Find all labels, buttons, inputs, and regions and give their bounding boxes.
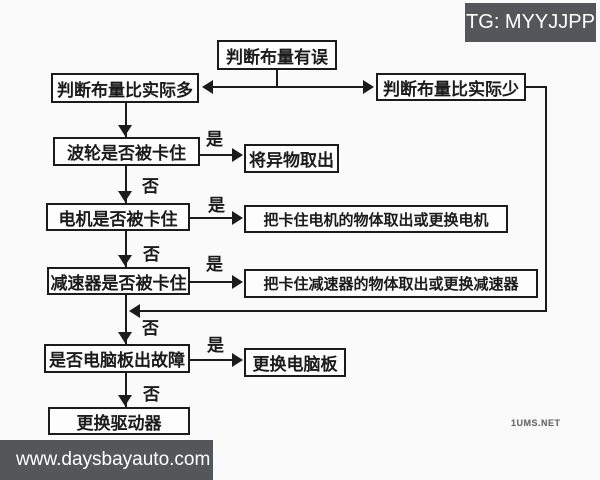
node-cloth-more-than-actual: 判断布量比实际多 — [51, 73, 199, 103]
connector-line — [125, 295, 127, 344]
connector-line — [276, 70, 278, 88]
arrowhead-right-icon — [232, 353, 243, 367]
arrowhead-right-icon — [232, 211, 243, 225]
node-judge-cloth-error: 判断布量有误 — [217, 40, 337, 70]
node-replace-driver: 更换驱动器 — [48, 407, 190, 435]
website-badge: www.daysbayauto.com — [0, 440, 213, 480]
node-remove-foreign-object: 将异物取出 — [244, 144, 339, 173]
connector-line — [125, 103, 127, 137]
connector-line — [125, 231, 127, 267]
edge-label-no: 否 — [143, 385, 160, 404]
tg-contact-badge: TG: MYYJJPP — [465, 3, 596, 42]
edge-label-yes: 是 — [206, 130, 223, 149]
arrowhead-down-icon — [118, 125, 132, 136]
corner-watermark: 1UMS.NET — [511, 418, 561, 428]
connector-line — [190, 217, 232, 219]
connector-line — [125, 166, 127, 203]
edge-label-no: 否 — [142, 319, 159, 338]
connector-line — [210, 86, 372, 88]
arrowhead-down-icon — [118, 395, 132, 406]
node-control-board-fault-check: 是否电脑板出故障 — [44, 344, 190, 373]
connector-line — [190, 281, 232, 283]
arrowhead-left-icon — [129, 304, 140, 318]
connector-line — [526, 86, 547, 88]
arrowhead-left-icon — [202, 80, 213, 94]
arrowhead-down-icon — [118, 191, 132, 202]
arrowhead-down-icon — [118, 255, 132, 266]
connector-line — [545, 86, 547, 312]
node-fix-reducer: 把卡住减速器的物体取出或更换减速器 — [244, 269, 538, 298]
connector-line — [190, 359, 232, 361]
connector-line — [200, 154, 233, 156]
connector-line — [125, 373, 127, 407]
node-fix-motor: 把卡住电机的物体取出或更换电机 — [244, 205, 508, 233]
connector-line — [139, 310, 547, 312]
node-cloth-less-than-actual: 判断布量比实际少 — [376, 73, 526, 101]
arrowhead-right-icon — [232, 148, 243, 162]
node-motor-stuck-check: 电机是否被卡住 — [46, 203, 190, 231]
edge-label-yes: 是 — [208, 196, 225, 215]
arrowhead-down-icon — [118, 332, 132, 343]
node-replace-control-board: 更换电脑板 — [244, 348, 346, 377]
edge-label-yes: 是 — [207, 336, 224, 355]
arrowhead-right-icon — [232, 275, 243, 289]
arrowhead-right-icon — [363, 80, 374, 94]
edge-label-no: 否 — [142, 177, 159, 196]
node-reducer-stuck-check: 减速器是否被卡住 — [47, 267, 190, 295]
edge-label-yes: 是 — [206, 255, 223, 274]
node-pulsator-stuck-check: 波轮是否被卡住 — [53, 137, 200, 166]
edge-label-no: 否 — [143, 245, 160, 264]
